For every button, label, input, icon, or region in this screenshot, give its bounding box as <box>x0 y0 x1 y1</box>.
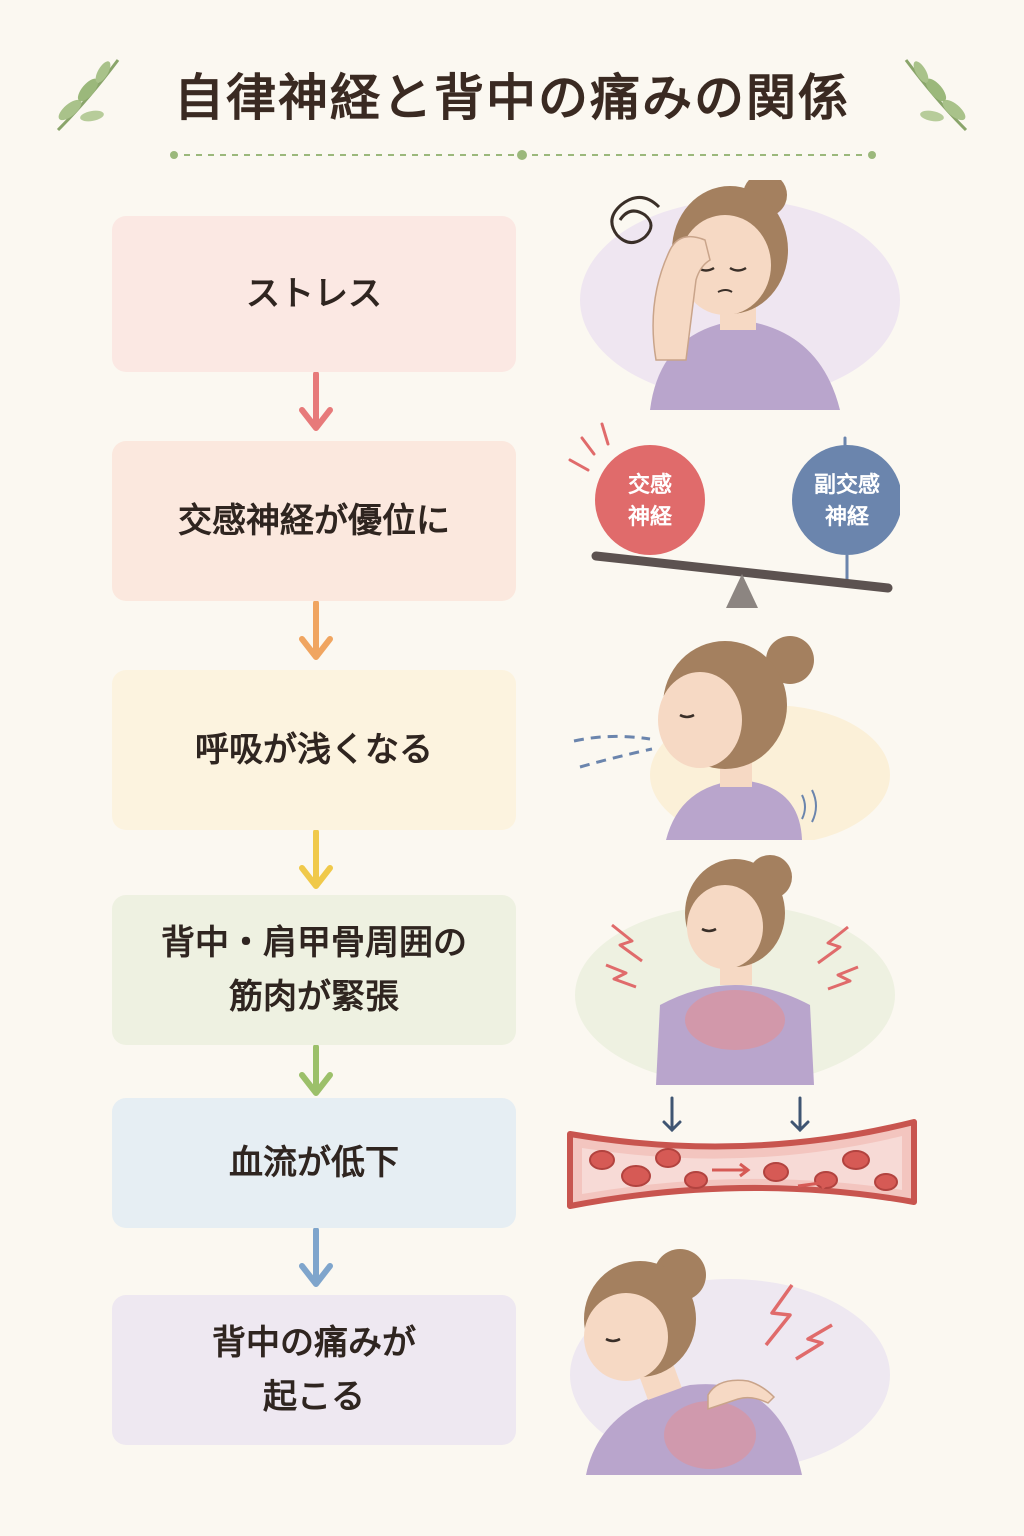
sympathetic-label-line2: 神経 <box>628 504 673 530</box>
step-muscle-tension: 背中・肩甲骨周囲の 筋肉が緊張 <box>112 895 516 1045</box>
seesaw-icon: 交感 神経 副交感 神経 <box>568 422 900 608</box>
down-arrow-icon <box>299 1228 333 1287</box>
woman-shallow-breath-icon <box>573 636 890 840</box>
woman-headache-icon <box>580 180 900 410</box>
header: 自律神経と背中の痛みの関係 <box>0 40 1024 160</box>
step-reduced-blood-flow: 血流が低下 <box>112 1098 516 1228</box>
step-back-pain: 背中の痛みが 起こる <box>112 1295 516 1445</box>
step-sympathetic-dominant: 交感神経が優位に <box>112 441 516 601</box>
leaf-sprig-left-icon <box>56 59 120 132</box>
sympathetic-badge <box>595 445 705 555</box>
down-arrow-icon <box>299 601 333 660</box>
down-arrow-icon <box>299 830 333 889</box>
woman-tense-shoulders-icon <box>575 855 895 1085</box>
parasympathetic-label-line2: 神経 <box>825 504 870 530</box>
sympathetic-label-line1: 交感 <box>628 472 672 498</box>
down-arrow-icon <box>299 1045 333 1096</box>
page-title: 自律神経と背中の痛みの関係 <box>174 69 850 127</box>
step-stress: ストレス <box>112 216 516 372</box>
parasympathetic-label-line1: 副交感 <box>814 472 880 498</box>
leaf-sprig-right-icon <box>904 59 968 132</box>
parasympathetic-badge <box>792 445 900 555</box>
woman-back-pain-icon <box>570 1249 890 1475</box>
narrowed-blood-vessel-icon <box>567 1096 917 1209</box>
step-shallow-breathing: 呼吸が浅くなる <box>112 670 516 830</box>
down-arrow-icon <box>299 372 333 431</box>
title-divider <box>170 150 876 160</box>
